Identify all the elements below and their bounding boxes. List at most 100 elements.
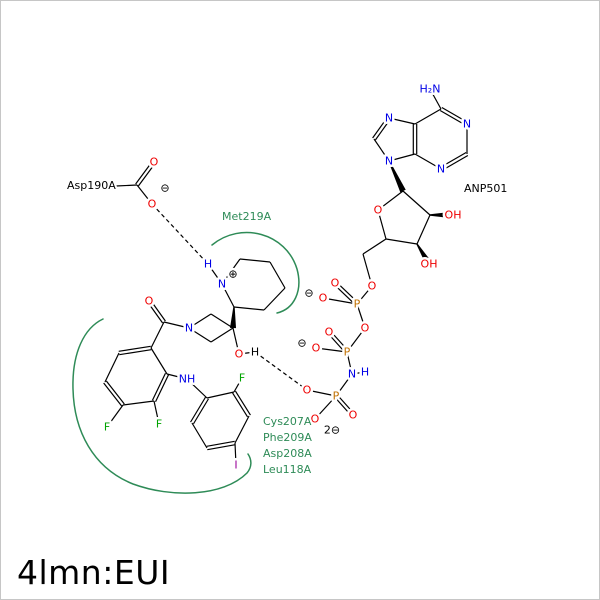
double-bond [439,152,469,171]
bond [315,347,348,353]
bond [136,184,153,205]
bond [377,209,387,240]
bond [210,313,234,329]
atom-label-N: N [218,278,226,291]
wedge-bond [416,243,431,264]
atom-label-OH: OH [445,209,462,222]
atom-label-O: O [303,384,312,397]
atom-label-F: F [104,421,110,434]
hydrogen-bond-dashed [254,351,308,391]
atom-label-F: F [239,372,245,385]
ligand-label-anp501: ANP501 [464,182,507,195]
atom-label-O: O [331,277,340,290]
atom-label-N: N [463,118,471,131]
atom-label-O: O [148,198,157,211]
bond [388,117,416,125]
atom-label-: ⊖ [160,182,169,195]
bond [104,352,120,383]
double-bond [147,299,166,324]
bond [346,351,353,375]
bond [150,347,168,375]
bond [335,373,353,397]
bond [188,313,212,329]
bond [191,422,208,449]
bond [414,108,442,125]
bond [385,238,418,245]
bond [166,373,188,380]
double-bond [334,394,355,417]
double-bond [190,396,209,425]
double-bond [439,107,469,126]
structure-title: 4lmn:EUI [17,553,171,592]
atom-label-P: P [354,298,361,311]
atom-label-O: O [368,280,377,293]
contact-arc-met219a [211,231,300,314]
bond [233,306,265,311]
double-bond [232,390,251,418]
atom-label-O: O [325,326,334,339]
bond [234,415,250,444]
atom-label-N: N [385,112,393,125]
bond [429,88,442,110]
double-bond [135,160,156,187]
bond [373,138,390,162]
atom-label-O: O [150,156,159,169]
atom-label-N: N [185,322,193,335]
atom-label-O: O [349,409,358,422]
double-bond [118,345,152,356]
atom-label-O: O [319,292,328,305]
wedge-bond [230,306,236,329]
atom-label-N: N [385,155,393,168]
bond [221,258,241,285]
bond [263,287,286,311]
bond [356,303,366,329]
bond [163,321,190,329]
bond [356,285,373,305]
atom-label-O: O [361,322,370,335]
bond [221,283,235,308]
wedge-bond [388,160,406,193]
atom-label-HN: H₂N [420,83,441,96]
bond [346,327,366,353]
residue-label-phe209a: Phe209A [263,431,312,444]
atom-label-O: O [311,413,320,426]
bond [115,184,138,187]
bond [402,190,431,216]
atom-label-NH: NH [179,373,196,386]
double-bond [412,124,418,154]
residue-label-leu118a: Leu118A [263,463,312,476]
atom-label-F: F [156,418,162,431]
bond [233,377,243,393]
bond [153,400,160,425]
atom-label-: ⊕ [228,268,237,281]
atom-label-2: 2⊖ [324,424,340,437]
bond [306,389,337,397]
bond [322,297,358,305]
residue-label-asp208a: Asp208A [263,447,312,460]
double-bond [333,281,359,306]
bond [314,395,337,420]
bond [414,153,442,170]
bond [238,351,256,355]
atom-label-: ⊖ [304,287,313,300]
atom-label-N: N [348,368,356,381]
double-bond [206,440,236,451]
atom-label-O: O [145,295,154,308]
bond [362,238,387,255]
atom-label-O: O [312,342,321,355]
atom-label-P: P [344,346,351,359]
wedge-bond [430,212,450,218]
atom-label-N: N [437,163,445,176]
double-bond [327,330,349,354]
bond [206,391,235,399]
bond [362,253,373,287]
bond [416,214,431,245]
bond [232,327,240,355]
atom-label-: ⊖ [297,337,306,350]
bond [351,371,366,375]
contact-arc-hydrophobic-pocket [72,318,252,494]
atom-label-H: H [251,346,259,359]
bond [122,400,155,406]
